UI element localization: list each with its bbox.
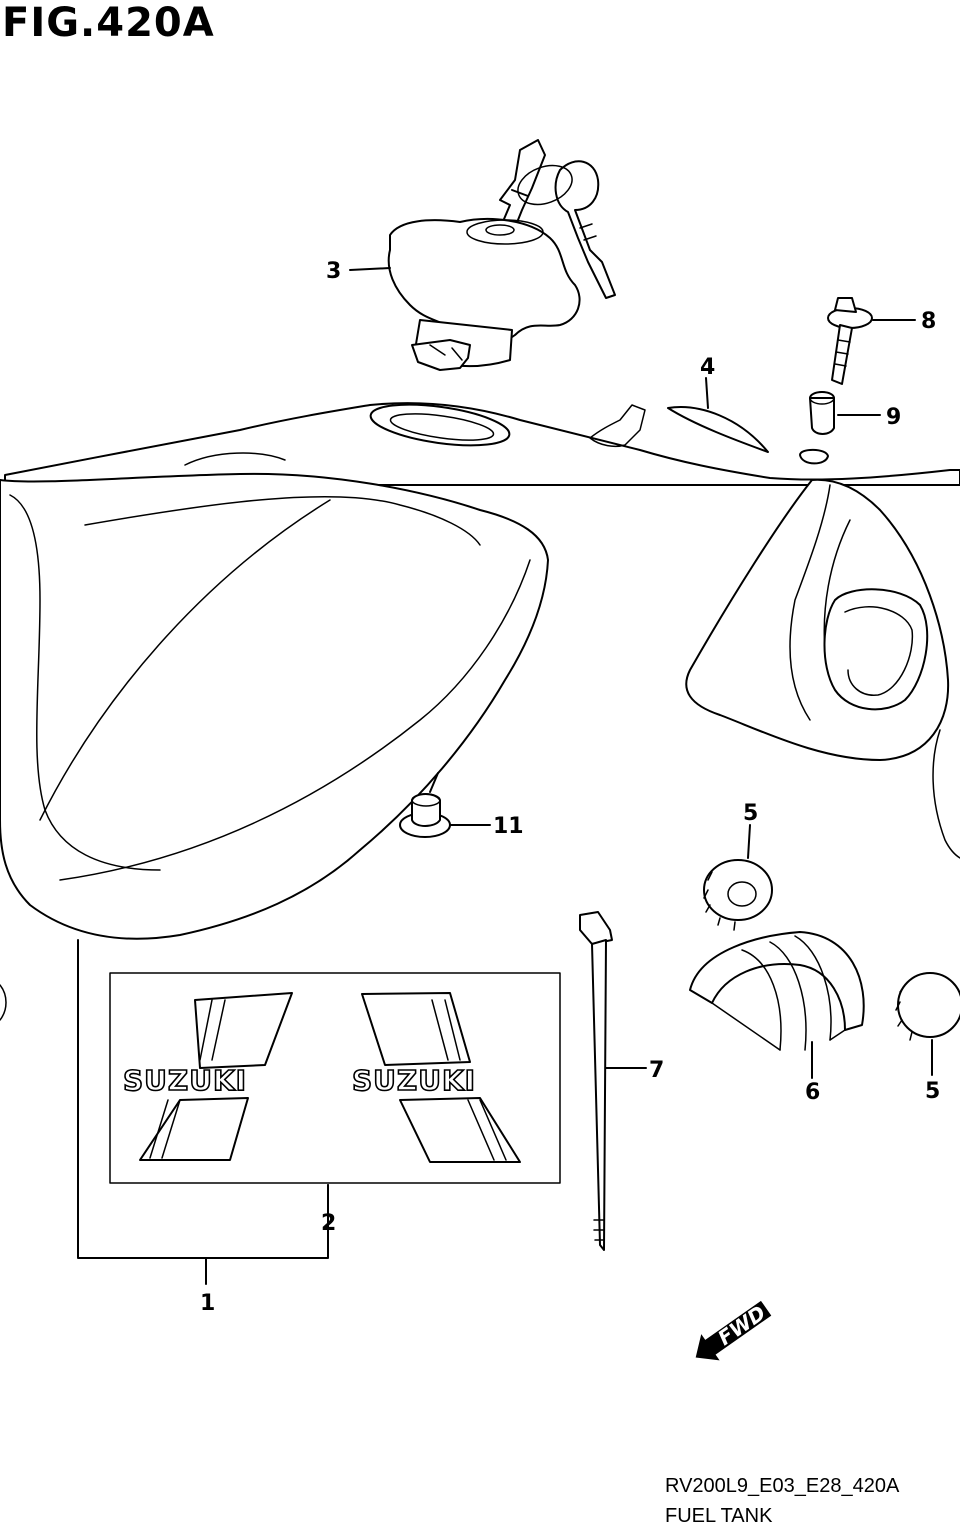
leader-3	[349, 267, 391, 271]
emblem-set: SUZUKI SUZUKI	[109, 972, 561, 1184]
cable-tie	[579, 911, 613, 1251]
leader-grommet-up	[429, 772, 439, 793]
bolt	[827, 297, 873, 385]
cushion-strip	[689, 931, 865, 1051]
key-set	[492, 139, 616, 299]
callout-11: 11	[493, 814, 524, 839]
callout-4: 4	[700, 355, 715, 380]
callout-3: 3	[326, 259, 341, 284]
cushion-lower	[895, 972, 960, 1041]
pad	[667, 406, 769, 453]
grommet	[399, 793, 451, 838]
fuel-cap	[387, 217, 581, 371]
callout-6: 6	[805, 1080, 820, 1105]
cushion-upper	[703, 859, 773, 931]
callout-9: 9	[886, 405, 901, 430]
collar	[809, 391, 835, 435]
emblem-right: SUZUKI	[351, 992, 521, 1163]
figure-name: FUEL TANK	[665, 1505, 773, 1527]
emblem-left: SUZUKI	[122, 992, 293, 1161]
figure-code: RV200L9_E03_E28_420A	[665, 1475, 900, 1497]
callout-8: 8	[921, 309, 936, 334]
emblem-left-text: SUZUKI	[123, 1064, 247, 1097]
leader-5-upper	[747, 824, 751, 859]
leader-4	[705, 377, 709, 409]
callout-5-lower: 5	[925, 1079, 940, 1104]
fuel-tank	[0, 402, 960, 1021]
emblem-right-text: SUZUKI	[352, 1064, 476, 1097]
callout-5-upper: 5	[743, 801, 758, 826]
callout-2: 2	[321, 1211, 336, 1236]
callout-7: 7	[649, 1058, 664, 1083]
callout-bracket	[77, 939, 329, 1259]
callout-1: 1	[200, 1291, 215, 1316]
forward-direction-badge: FWD	[695, 1300, 772, 1361]
figure-title: FIG.420A	[2, 0, 215, 46]
